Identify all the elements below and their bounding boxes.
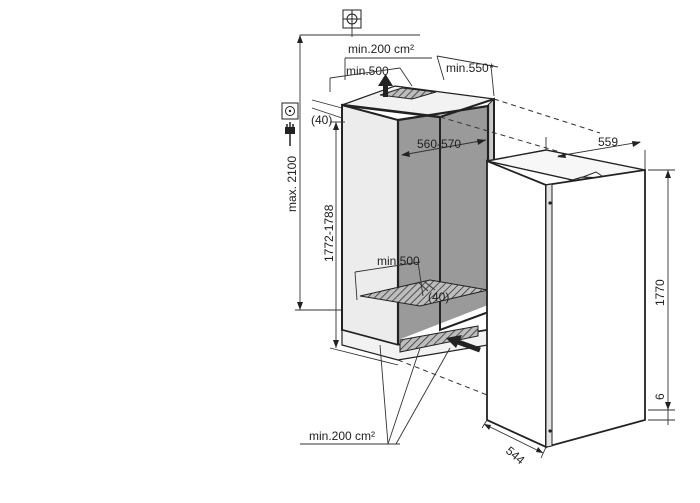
niche-height-dimension: 1772-1788: [322, 121, 399, 366]
niche-depth-label: min.550: [446, 61, 489, 75]
vent-top-depth-line: [329, 67, 401, 79]
niche-height-label: 1772-1788: [322, 204, 336, 262]
max-height-label: max. 2100: [285, 156, 299, 212]
plinth-label: 6: [653, 393, 667, 400]
max-height-dimension: max. 2100: [285, 34, 420, 311]
top-offset-label: (40): [311, 113, 332, 127]
vent-top-depth-tick-right: [399, 67, 413, 87]
bottom-offset-dimension: (40): [417, 281, 449, 304]
appliance-width-label: 559: [598, 135, 618, 149]
projection-line-1: [439, 116, 561, 153]
top-offset-line-a: [311, 99, 343, 109]
top-offset-line-b: [311, 107, 343, 119]
appliance-depth-label: 544: [503, 444, 528, 468]
bottom-depth-dimension: min 500: [354, 254, 424, 301]
niche-width-label: 560-570: [417, 137, 461, 151]
vent-bottom-area-label: min.200 cm²: [309, 429, 375, 443]
bottom-vent-grille: [399, 325, 479, 353]
appliance-height-dimension: 1770: [648, 169, 675, 411]
vent-top-area-label: min.200 cm²: [348, 42, 414, 56]
water-symbol: [342, 9, 362, 29]
top-vent-grille: [379, 87, 437, 100]
niche-width-dimension: 560-570: [401, 137, 487, 157]
niche-depth-asterisk: *: [489, 61, 494, 75]
niche-depth-dimension: min.550 *: [436, 55, 499, 97]
bottom-offset-label: (40): [428, 290, 449, 304]
plinth-dimension: 6: [648, 393, 675, 425]
niche-cabinet: [341, 85, 495, 361]
vent-top-depth-label: min.500: [346, 64, 389, 78]
plug-symbol: [285, 122, 295, 146]
socket-symbol: [281, 102, 299, 120]
airflow-up-arrow: [378, 74, 393, 97]
projection-line-4: [397, 359, 501, 401]
appliance-width-dimension: 559: [545, 135, 646, 170]
projection-line-2: [493, 98, 601, 134]
intake-left-arrow: [446, 335, 481, 353]
appliance-height-label: 1770: [653, 279, 667, 306]
bottom-depth-label: min 500: [377, 254, 420, 268]
vent-bottom-leaders: [300, 344, 451, 445]
appliance: [486, 149, 646, 449]
